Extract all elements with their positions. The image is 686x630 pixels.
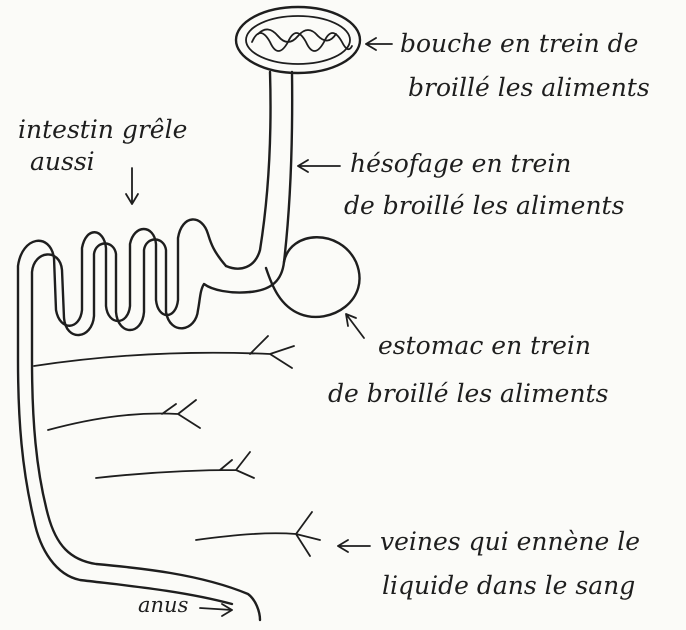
label-veines-line2: liquide dans le sang	[382, 571, 635, 600]
arrow-to-intestine	[126, 168, 138, 204]
label-veines-line1: veines qui ennène le	[380, 527, 640, 556]
small-intestine	[18, 219, 260, 620]
arrow-to-mouth	[366, 38, 392, 50]
arrow-to-oesophagus	[298, 160, 340, 172]
label-estomac-line1: estomac en trein	[378, 331, 591, 360]
label-oesophage-line1: hésofage en trein	[350, 149, 571, 178]
label-bouche-line2: broillé les aliments	[408, 73, 650, 102]
label-estomac-line2: de broillé les aliments	[328, 379, 608, 408]
label-bouche-line1: bouche en trein de	[400, 29, 638, 58]
arrow-to-anus	[200, 604, 232, 616]
oesophagus	[226, 72, 292, 292]
arrow-to-veins	[338, 540, 370, 552]
label-anus: anus	[138, 593, 189, 617]
mouth	[236, 7, 360, 73]
label-intestin-line1: intestin grêle	[18, 115, 187, 144]
label-oesophage-line2: de broillé les aliments	[344, 191, 624, 220]
veins	[34, 336, 320, 556]
arrow-to-stomach	[346, 314, 364, 338]
label-intestin-line2: aussi	[30, 147, 95, 176]
